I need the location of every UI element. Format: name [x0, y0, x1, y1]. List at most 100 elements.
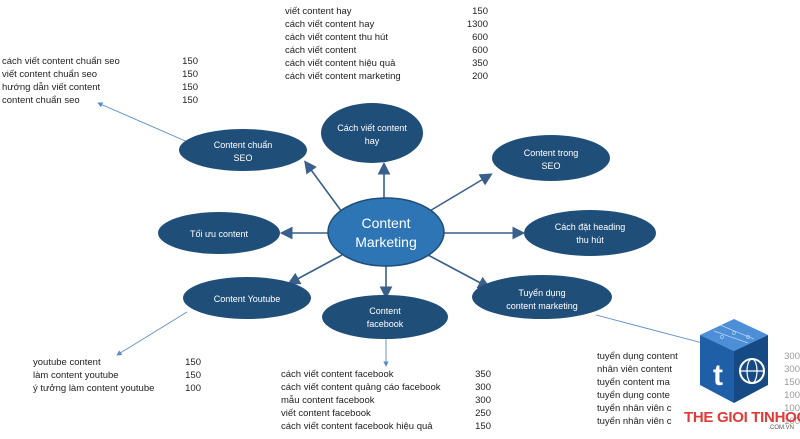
keyword-term: mẫu content facebook — [281, 395, 375, 406]
connectors — [97, 102, 711, 367]
connector-content-trong-seo — [427, 173, 493, 213]
keyword-volume: 150 — [182, 69, 198, 80]
keyword-volume: 100 — [784, 416, 800, 427]
connector-youtube — [287, 254, 343, 285]
keyword-term: tuyển content ma — [597, 377, 670, 388]
keyword-term: viết content facebook — [281, 408, 371, 419]
keyword-volume: 350 — [472, 58, 488, 69]
keyword-row: viết content hay 150 — [285, 5, 488, 18]
node-label-line1: Cách viết content — [337, 123, 407, 133]
keyword-term: cách viết content quảng cáo facebook — [281, 382, 441, 393]
logo-domain-text: .COM.VN — [768, 425, 794, 431]
keyword-volume: 300 — [475, 382, 491, 393]
node-label-line1: Content trong — [524, 148, 579, 158]
keyword-term: hướng dẫn viết content — [2, 82, 101, 93]
keyword-term: cách viết content — [285, 45, 357, 56]
keyword-row: nhân viên content 300 — [597, 363, 800, 376]
node-label-line1: Cách đặt heading — [555, 222, 626, 232]
keyword-row: cách viết content facebook 350 — [281, 368, 491, 381]
keyword-row: cách viết content thu hút 600 — [285, 31, 488, 44]
keyword-term: cách viết content hay — [285, 19, 375, 30]
node-content-youtube: Content Youtube — [183, 277, 311, 319]
keyword-term: cách viết content thu hút — [285, 32, 388, 43]
node-label-line2: thu hút — [576, 235, 604, 245]
node-label-line2: content marketing — [506, 301, 578, 311]
keyword-row: viết content chuẩn seo 150 — [2, 68, 198, 81]
pointer-chuan-seo — [97, 102, 191, 144]
nodes: Content Marketing Cách viết content hay … — [158, 103, 656, 339]
keyword-volume: 150 — [185, 357, 201, 368]
keyword-volume: 100 — [784, 403, 800, 414]
brand-logo: t THE GIOI TINHOC .COM.VN — [684, 313, 800, 439]
keyword-term: tuyển nhân viên c — [597, 416, 672, 427]
node-content-trong-seo: Content trong SEO — [492, 135, 610, 181]
node-cach-dat-heading: Cách đặt heading thu hút — [524, 210, 656, 256]
keyword-volume: 1300 — [466, 19, 488, 30]
node-label-line1: Content Youtube — [214, 294, 281, 304]
keyword-term: nhân viên content — [597, 364, 673, 375]
keyword-volume: 300 — [784, 351, 800, 362]
keyword-volume: 100 — [784, 390, 800, 401]
keyword-volume: 150 — [784, 377, 800, 388]
svg-text:t: t — [713, 359, 723, 392]
node-content-marketing: Content Marketing — [327, 197, 445, 267]
logo-brand-text: THE GIOI TINHOC — [684, 409, 800, 426]
keyword-term: viết content hay — [285, 6, 352, 17]
keyword-row: cách viết content 600 — [285, 44, 488, 57]
node-label-line1: Content chuẩn — [214, 140, 273, 150]
keyword-volume: 150 — [182, 82, 198, 93]
node-label-line1: Tuyển dụng — [518, 288, 565, 298]
keyword-volume: 150 — [472, 6, 488, 17]
logo-cube-icon: t — [700, 319, 768, 403]
keyword-volume: 350 — [475, 369, 491, 380]
node-label-line1: Content — [369, 306, 401, 316]
keyword-term: viết content chuẩn seo — [2, 69, 98, 80]
keyword-volume: 600 — [472, 32, 488, 43]
keyword-row: tuyển nhân viên c 100 — [597, 415, 800, 428]
node-label-line2: SEO — [233, 153, 252, 163]
keyword-term: cách viết content chuẩn seo — [2, 56, 120, 67]
keyword-row: cách viết content marketing 200 — [285, 70, 488, 83]
keyword-row: cách viết content hiệu quả 350 — [285, 57, 488, 70]
keyword-row: làm content youtube 150 — [33, 369, 201, 382]
node-cach-viet-content-hay: Cách viết content hay — [321, 103, 423, 163]
node-tuyen-dung: Tuyển dụng content marketing — [472, 275, 612, 319]
keyword-volume: 250 — [475, 408, 491, 419]
keyword-row: tuyển content ma 150 — [597, 376, 800, 389]
keyword-volume: 150 — [475, 421, 491, 432]
node-content-facebook: Content facebook — [322, 295, 448, 339]
keyword-term: cách viết content hiệu quả — [285, 58, 396, 69]
node-toi-uu-content: Tối ưu content — [158, 212, 280, 254]
pointer-youtube — [116, 311, 188, 356]
keyword-row: hướng dẫn viết content 150 — [2, 81, 198, 94]
keyword-row: cách viết content quảng cáo facebook 300 — [281, 381, 491, 394]
keyword-term: cách viết content marketing — [285, 71, 401, 82]
keyword-term: ý tưởng làm content youtube — [33, 383, 155, 394]
keyword-volume: 600 — [472, 45, 488, 56]
pointer-tuyen-dung — [595, 314, 711, 346]
keyword-volume: 200 — [472, 71, 488, 82]
keyword-volume: 300 — [784, 364, 800, 375]
keyword-term: content chuẩn seo — [2, 95, 80, 106]
keyword-term: cách viết content facebook — [281, 369, 394, 380]
connector-chuan-seo — [304, 160, 343, 213]
node-label-line1: Tối ưu content — [190, 229, 249, 239]
keyword-term: làm content youtube — [33, 370, 119, 381]
node-label-line2: SEO — [541, 161, 560, 171]
node-label-line2: hay — [365, 136, 380, 146]
keyword-row: cách viết content hay 1300 — [285, 18, 488, 31]
keyword-volume: 150 — [185, 370, 201, 381]
